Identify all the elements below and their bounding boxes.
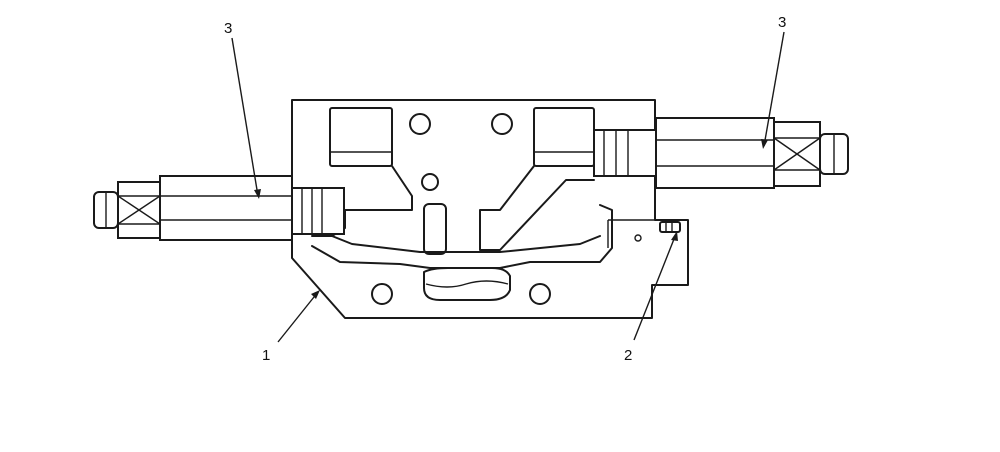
upper-port-right xyxy=(533,107,595,167)
hole-center xyxy=(421,173,439,191)
leader-line-3-right xyxy=(763,31,785,147)
callout-3-left: 3 xyxy=(224,20,232,37)
hole-bottom-left xyxy=(371,283,393,305)
arrowhead-2 xyxy=(671,231,678,241)
arrowhead-3-right xyxy=(761,139,768,149)
hole-top-left xyxy=(409,113,431,135)
leader-line-1 xyxy=(277,291,319,343)
callout-2: 2 xyxy=(624,347,632,364)
lower-oval-port xyxy=(423,267,511,301)
relief-valve-left xyxy=(93,175,345,241)
upper-port-left xyxy=(329,107,393,167)
spool-slot xyxy=(423,203,447,255)
valve-body xyxy=(291,99,689,319)
callout-3-right: 3 xyxy=(778,14,786,31)
arrowhead-1 xyxy=(311,290,320,299)
leader-line-2 xyxy=(633,233,677,341)
hole-top-right xyxy=(491,113,513,135)
arrowhead-3-left xyxy=(254,189,261,199)
relief-valve-right xyxy=(593,117,849,189)
callout-1: 1 xyxy=(262,347,270,364)
plug-fitting xyxy=(659,221,681,233)
hole-bottom-right xyxy=(529,283,551,305)
leader-line-3-left xyxy=(231,37,259,197)
hole-small-right xyxy=(634,234,642,242)
